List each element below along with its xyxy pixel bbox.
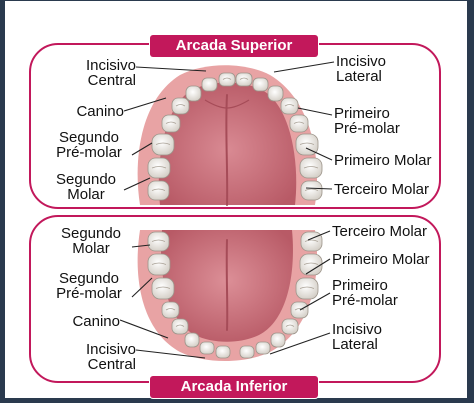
label-upper-incisivo-central: Incisivo Central xyxy=(68,58,136,88)
tooth-lower-incisor-lateral-l xyxy=(256,342,270,354)
label-lower-segundo-premolar: Segundo Pré-molar xyxy=(44,271,134,301)
label-upper-terceiro-molar: Terceiro Molar xyxy=(334,182,429,197)
tooth-lower-premolar2-l xyxy=(291,302,308,318)
tooth-upper-incisor-central-l xyxy=(236,73,252,86)
lower-tongue-groove xyxy=(227,240,228,330)
tooth-lower-molar3-l xyxy=(301,232,322,251)
tooth-lower-incisor-central-r xyxy=(216,346,230,358)
label-upper-primeiro-molar: Primeiro Molar xyxy=(334,153,432,168)
tooth-lower-molar2-r xyxy=(148,254,170,275)
tooth-lower-canine-r xyxy=(185,333,199,347)
upper-palate-ridge xyxy=(226,95,227,205)
tooth-upper-incisor-central-r xyxy=(219,73,235,86)
tooth-upper-molar3-r xyxy=(148,181,169,200)
tooth-lower-premolar1-r xyxy=(172,319,188,334)
upper-arch-title: Arcada Superior xyxy=(150,35,318,57)
tooth-upper-canine-l xyxy=(268,86,283,101)
tooth-upper-incisor-lateral-r xyxy=(202,78,217,91)
tooth-upper-premolar2-l xyxy=(290,115,308,132)
label-upper-segundo-molar: Segundo Molar xyxy=(46,172,126,202)
tooth-upper-molar2-l xyxy=(300,158,322,178)
label-upper-canino: Canino xyxy=(52,104,124,119)
tooth-lower-molar2-l xyxy=(300,254,322,275)
tooth-lower-molar1-l xyxy=(296,278,318,299)
tooth-upper-molar1-r xyxy=(152,134,174,155)
label-upper-incisivo-lateral: Incisivo Lateral xyxy=(336,54,386,84)
label-upper-segundo-premolar: Segundo Pré-molar xyxy=(44,130,134,160)
tooth-lower-premolar1-l xyxy=(282,319,298,334)
label-upper-primeiro-premolar: Primeiro Pré-molar xyxy=(334,106,400,136)
tooth-upper-premolar2-r xyxy=(162,115,180,132)
tooth-upper-canine-r xyxy=(186,86,201,101)
tooth-upper-premolar1-l xyxy=(281,98,298,114)
tooth-lower-molar3-r xyxy=(148,232,169,251)
label-lower-segundo-molar: Segundo Molar xyxy=(50,226,132,256)
label-lower-incisivo-central: Incisivo Central xyxy=(68,342,136,372)
label-lower-canino: Canino xyxy=(48,314,120,329)
tooth-lower-premolar2-r xyxy=(162,302,179,318)
label-lower-primeiro-premolar: Primeiro Pré-molar xyxy=(332,278,398,308)
tooth-upper-premolar1-r xyxy=(172,98,189,114)
tooth-lower-molar1-r xyxy=(152,278,174,299)
tooth-upper-molar3-l xyxy=(301,181,322,200)
tooth-upper-incisor-lateral-l xyxy=(253,78,268,91)
tooth-lower-incisor-lateral-r xyxy=(200,342,214,354)
label-lower-terceiro-molar: Terceiro Molar xyxy=(332,224,427,239)
lower-arch-title: Arcada Inferior xyxy=(150,376,318,398)
label-lower-incisivo-lateral: Incisivo Lateral xyxy=(332,322,382,352)
label-lower-primeiro-molar: Primeiro Molar xyxy=(332,252,430,267)
tooth-lower-canine-l xyxy=(271,333,285,347)
tooth-lower-incisor-central-l xyxy=(240,346,254,358)
tooth-upper-molar2-r xyxy=(148,158,170,178)
